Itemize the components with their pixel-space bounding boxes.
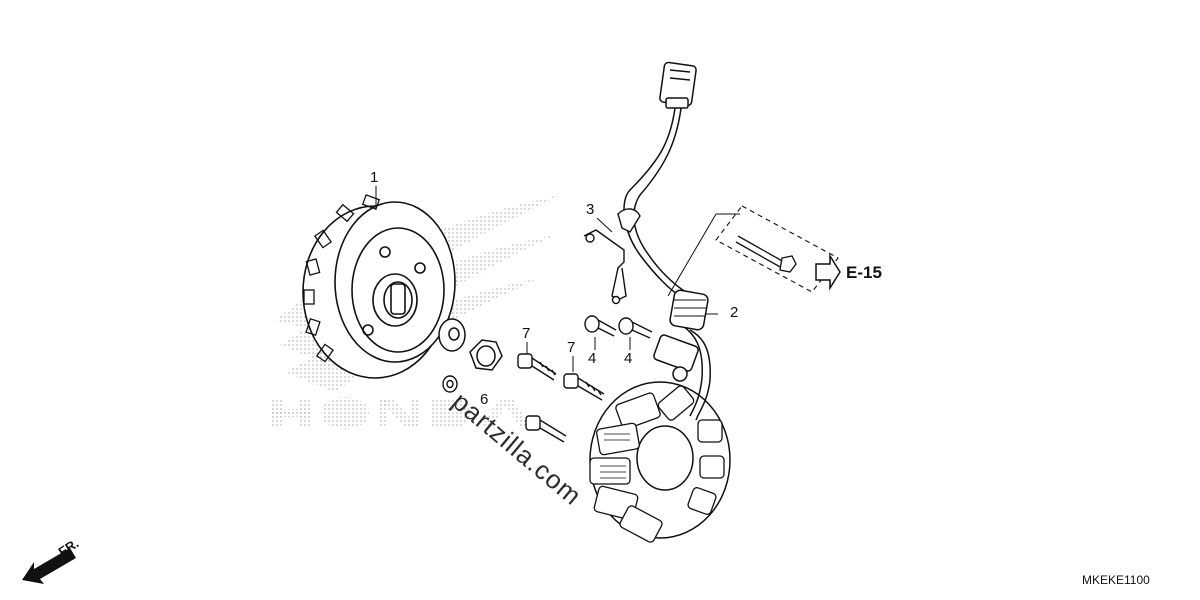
callout-1: 1 <box>370 169 379 186</box>
reference-label: E-15 <box>846 263 882 282</box>
screw <box>584 315 617 337</box>
stator-bolt <box>517 353 557 381</box>
flywheel-nut <box>469 339 503 371</box>
flywheel <box>302 194 456 379</box>
callout-6: 6 <box>480 391 489 408</box>
small-washer <box>442 375 458 393</box>
stator-bolt <box>525 415 567 443</box>
diagram-code: MKEKE1100 <box>1082 573 1150 587</box>
callout-4: 4 <box>624 350 633 367</box>
reference-arrow-icon <box>815 253 841 291</box>
washer <box>438 318 466 352</box>
screw <box>618 317 653 339</box>
callout-3: 3 <box>586 201 595 218</box>
callout-2: 2 <box>730 304 739 321</box>
pulse-generator <box>653 334 699 382</box>
wire-harness <box>623 99 711 421</box>
callout-4: 4 <box>588 350 597 367</box>
callout-7: 7 <box>522 325 531 342</box>
honda-wordmark-watermark <box>272 397 532 429</box>
reference-leader <box>667 213 740 297</box>
callout-7: 7 <box>567 339 576 356</box>
reference-box <box>715 205 839 293</box>
wire-clamp <box>583 208 641 305</box>
reference-bolt <box>735 235 797 273</box>
grommet <box>669 289 709 331</box>
connector <box>659 61 697 109</box>
stator-bolt <box>563 373 605 401</box>
front-arrow-icon <box>22 548 76 584</box>
stator <box>589 381 731 543</box>
